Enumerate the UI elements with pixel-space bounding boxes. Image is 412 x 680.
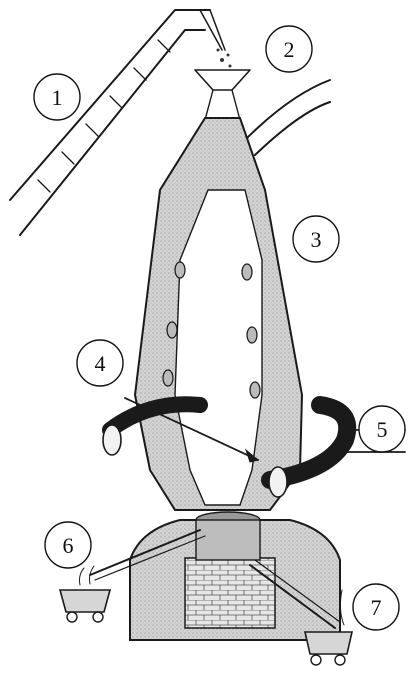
svg-text:4: 4	[95, 351, 106, 376]
gas-offtake-pipe	[245, 80, 330, 155]
callout-3: 3	[293, 216, 339, 262]
hearth-foundation	[130, 512, 340, 640]
svg-text:1: 1	[52, 85, 63, 110]
callout-4: 4	[77, 340, 123, 386]
callout-5: 5	[359, 406, 405, 452]
callout-6: 6	[45, 522, 91, 568]
furnace-shell	[135, 118, 302, 510]
svg-text:5: 5	[377, 417, 388, 442]
slag-ladle-car	[60, 566, 110, 622]
svg-text:6: 6	[63, 533, 74, 558]
svg-text:2: 2	[284, 37, 295, 62]
callout-2: 2	[266, 26, 312, 72]
svg-text:7: 7	[371, 595, 382, 620]
callout-1: 1	[34, 74, 80, 120]
callout-7: 7	[353, 584, 399, 630]
svg-text:3: 3	[311, 227, 322, 252]
